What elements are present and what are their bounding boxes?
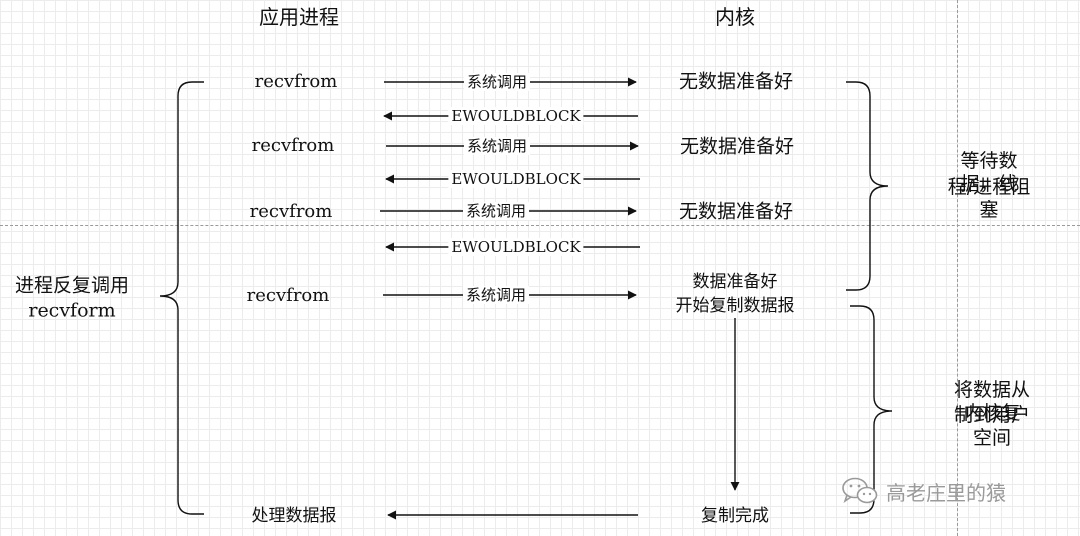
watermark-text: 高老庄里的猿 [886,480,1006,505]
kernel-data-ready: 数据准备好 [692,271,778,292]
copy-annotation-line1: 将数据从内核复 [953,379,1030,424]
syscall-label-4: 系统调用 [462,286,530,304]
copy-annotation-line2: 制到用户空间 [953,404,1030,449]
recvfrom-call-4: recvfrom [246,285,330,307]
watermark: 高老庄里的猿 [840,476,1006,506]
guide-line-horizontal [0,225,1080,226]
kernel-state-3: 无数据准备好 [678,200,794,223]
wait-annotation-line2: 程/进程阻塞 [947,176,1031,221]
kernel-header: 内核 [715,5,755,29]
ewouldblock-label-3: EWOULDBLOCK [448,238,584,256]
app-process-header: 应用进程 [259,5,339,29]
guide-line-vertical [957,0,958,536]
ewouldblock-label-2: EWOULDBLOCK [448,170,584,188]
syscall-label-1: 系统调用 [463,73,531,91]
syscall-label-3: 系统调用 [462,202,530,220]
kernel-copy-complete: 复制完成 [701,505,769,526]
left-annotation-line2: recvform [28,299,116,322]
left-brace [159,81,204,515]
left-annotation-line1: 进程反复调用 [14,274,130,297]
recvfrom-call-1: recvfrom [254,71,338,93]
recvfrom-call-2: recvfrom [251,135,335,157]
recvfrom-call-3: recvfrom [249,201,333,223]
wait-brace [846,81,889,291]
wechat-icon [842,477,878,504]
kernel-state-1: 无数据准备好 [678,70,794,93]
process-datagram: 处理数据报 [251,505,337,526]
copy-brace [850,305,893,514]
kernel-state-2: 无数据准备好 [679,135,795,158]
syscall-label-2: 系统调用 [463,137,531,155]
wait-annotation-line1: 等待数据，线 [960,150,1018,195]
kernel-start-copy: 开始复制数据报 [675,295,795,316]
ewouldblock-label-1: EWOULDBLOCK [448,107,584,125]
